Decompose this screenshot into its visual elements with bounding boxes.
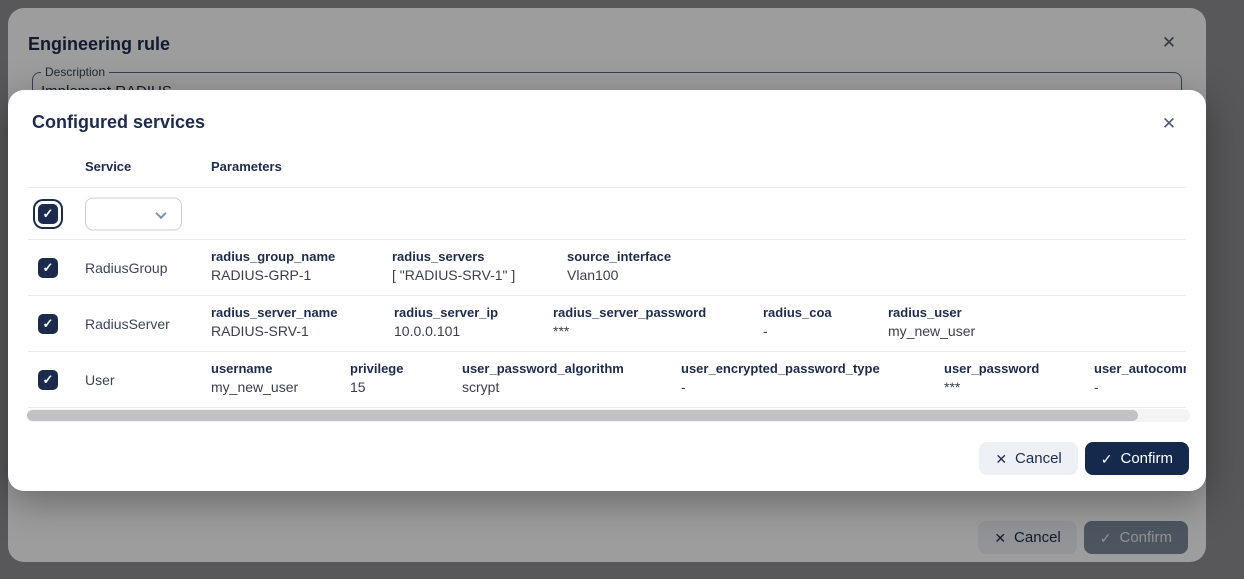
service-name: RadiusGroup (85, 259, 168, 276)
horizontal-scrollbar-thumb[interactable] (27, 410, 1138, 421)
radiusgroup-checkbox[interactable]: ✓ (38, 257, 58, 278)
table-row-radiusgroup: ✓ RadiusGroup radius_group_name RADIUS-G… (28, 240, 1186, 296)
close-icon[interactable]: ✕ (1161, 114, 1177, 133)
parameter: radius_server_name RADIUS-SRV-1 (211, 305, 338, 339)
configured-services-modal: Configured services ✕ Service Parameters… (8, 90, 1206, 491)
parameter: radius_server_password *** (553, 305, 707, 339)
user-checkbox[interactable]: ✓ (38, 369, 58, 390)
service-select[interactable] (85, 197, 182, 230)
confirm-button[interactable]: ✓ Confirm (1084, 442, 1189, 475)
new-service-row: ✓ (28, 187, 1186, 240)
parameter: privilege 15 (350, 361, 404, 395)
check-icon: ✓ (1100, 450, 1113, 467)
description-field-label: Description (41, 65, 110, 79)
close-icon: ✕ (995, 450, 1008, 467)
column-header-parameters: Parameters (211, 159, 282, 174)
confirm-button-label: Confirm (1119, 529, 1172, 546)
check-icon: ✓ (42, 315, 54, 331)
parameter: user_password_algorithm scrypt (462, 361, 624, 395)
cancel-button-label: Cancel (1014, 529, 1061, 546)
cancel-button-label: Cancel (1015, 450, 1062, 467)
parameter: radius_coa - (763, 305, 832, 339)
table-row-user: ✓ User username my_new_user privilege 15… (28, 352, 1186, 408)
parameter: radius_servers [ "RADIUS-SRV-1" ] (392, 249, 516, 283)
chevron-down-icon (155, 207, 167, 219)
service-name: RadiusServer (85, 315, 170, 332)
parameter: username my_new_user (211, 361, 299, 395)
new-service-checkbox[interactable]: ✓ (38, 203, 58, 224)
close-icon: ✕ (994, 529, 1007, 546)
parameter: user_password *** (944, 361, 1040, 395)
column-header-service: Service (85, 159, 132, 174)
parameter: source_interface Vlan100 (567, 249, 672, 283)
cancel-button[interactable]: ✕ Cancel (978, 521, 1077, 554)
table-row-radiusserver: ✓ RadiusServer radius_server_name RADIUS… (28, 296, 1186, 352)
services-table: ✓ ✓ RadiusGroup radius_group_name RADIUS… (28, 187, 1186, 408)
radiusserver-checkbox[interactable]: ✓ (38, 313, 58, 334)
check-icon: ✓ (42, 259, 54, 275)
horizontal-scrollbar (27, 409, 1190, 422)
service-name: User (85, 371, 115, 388)
close-icon[interactable]: ✕ (1161, 33, 1177, 52)
cancel-button[interactable]: ✕ Cancel (979, 442, 1078, 475)
parameter: radius_user my_new_user (888, 305, 976, 339)
check-icon: ✓ (42, 371, 54, 387)
parameter: radius_group_name RADIUS-GRP-1 (211, 249, 336, 283)
modal-title: Configured services (32, 112, 206, 132)
parameter: user_encrypted_password_type - (681, 361, 880, 395)
parameter: radius_server_ip 10.0.0.101 (394, 305, 499, 339)
parameter: user_autocommand - (1094, 361, 1186, 395)
check-icon: ✓ (42, 205, 54, 221)
confirm-button-label: Confirm (1120, 450, 1173, 467)
dialog-title: Engineering rule (28, 34, 171, 54)
check-icon: ✓ (1099, 529, 1112, 546)
confirm-button[interactable]: ✓ Confirm (1083, 521, 1188, 554)
